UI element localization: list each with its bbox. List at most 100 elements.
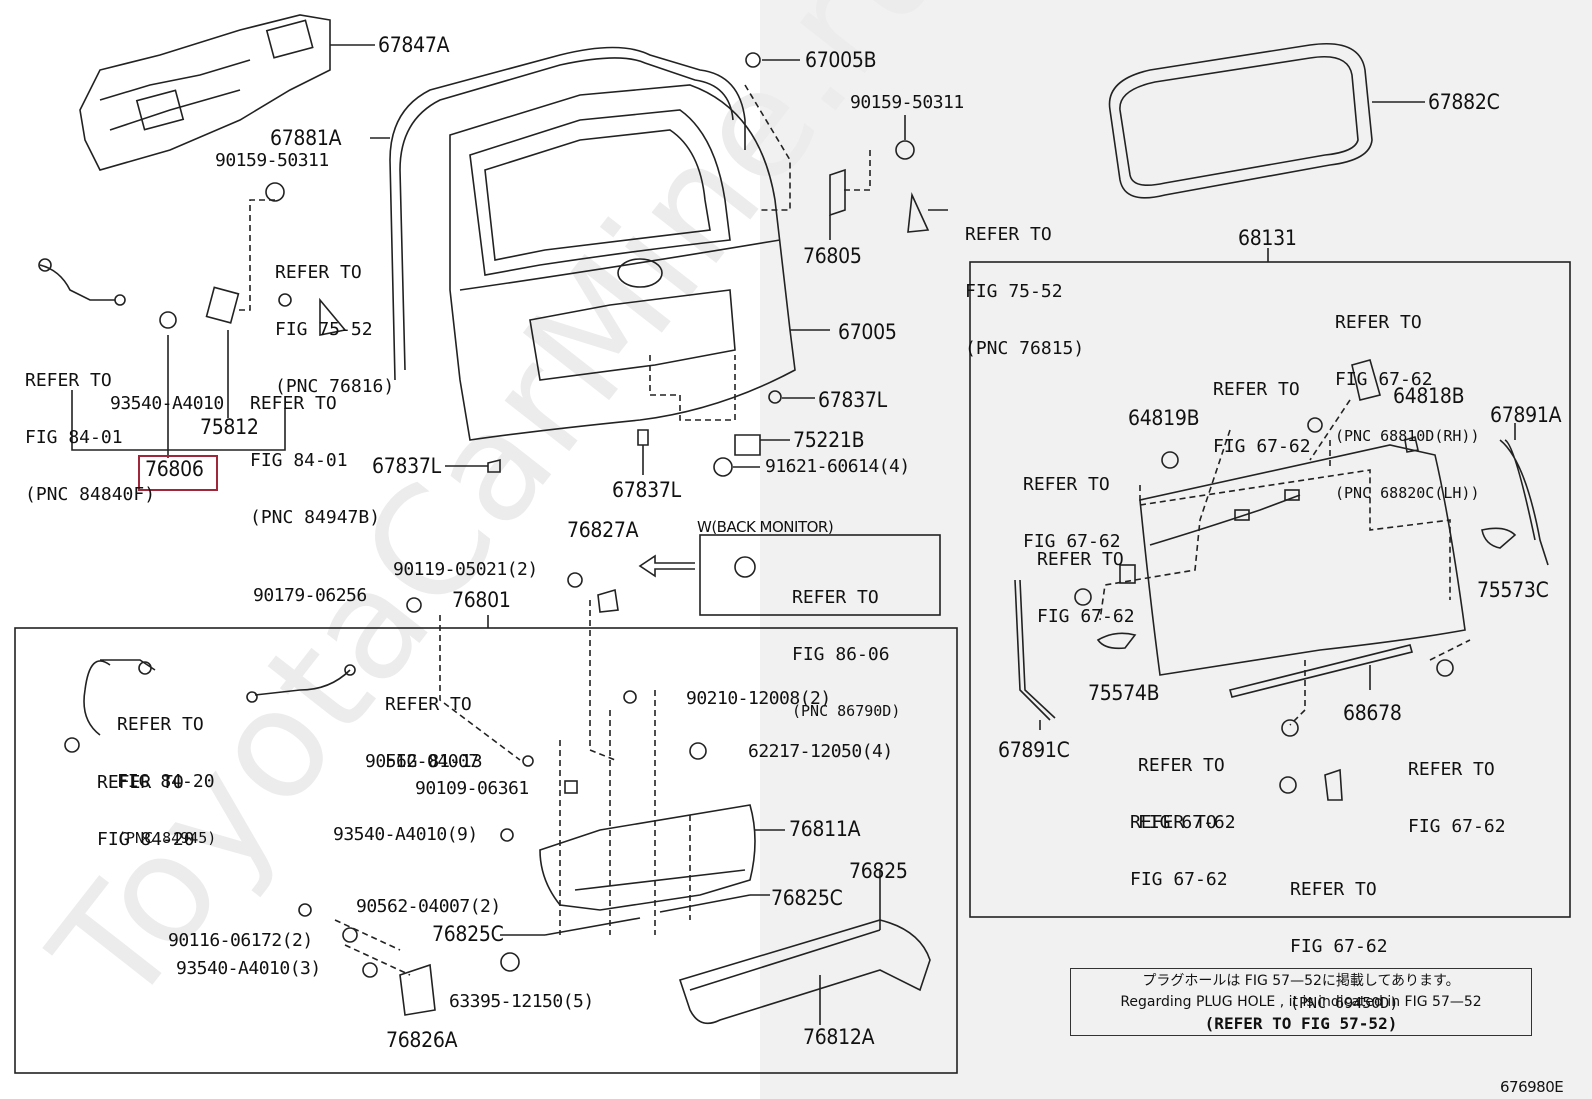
ref-line: REFER TO (275, 262, 362, 283)
part-90159-50311-mid[interactable]: 90159-50311 (850, 92, 964, 113)
plug-hole-note: プラグホールは FIG 57—52に掲載してあります。 Regarding PL… (1070, 968, 1532, 1036)
ref-fig-67-62-h[interactable]: REFER TO FIG 67-62 (PNC 69450D) (1290, 842, 1398, 1032)
ref-fig-67-62-f[interactable]: REFER TO FIG 67-62 (1408, 722, 1506, 855)
part-75573C[interactable]: 75573C (1477, 578, 1549, 602)
part-90116-06172[interactable]: 90116-06172(2) (168, 930, 313, 951)
part-67837L-bottom[interactable]: 67837L (612, 478, 681, 502)
ref-line: REFER TO (1130, 812, 1217, 833)
ref-fig-86-06[interactable]: REFER TO FIG 86-06 (PNC 86790D) (792, 550, 900, 740)
ref-line: FIG 84-20 (97, 829, 195, 850)
part-91621-60614[interactable]: 91621-60614(4) (765, 456, 910, 477)
ref-line: REFER TO (792, 587, 879, 608)
part-90109-06361[interactable]: 90109-06361 (415, 778, 529, 799)
ref-line: REFER TO (1213, 379, 1300, 400)
part-75221B[interactable]: 75221B (793, 428, 865, 452)
part-75812[interactable]: 75812 (200, 415, 259, 439)
part-76825C-right[interactable]: 76825C (771, 886, 843, 910)
ref-fig-84-20-b[interactable]: REFER TO FIG 84-20 (97, 735, 195, 868)
part-64818B[interactable]: 64818B (1393, 384, 1465, 408)
ref-line: REFER TO (385, 694, 472, 715)
part-67837L-left[interactable]: 67837L (372, 454, 441, 478)
ref-line: (PNC 69450D) (1290, 994, 1399, 1012)
part-76811A[interactable]: 76811A (789, 817, 861, 841)
ref-line: (PNC 86790D) (792, 702, 901, 720)
ref-line: (PNC 84945) (117, 829, 217, 847)
part-76805[interactable]: 76805 (803, 244, 862, 268)
part-76826A[interactable]: 76826A (386, 1028, 458, 1052)
ref-line: FIG 67-62 (1138, 812, 1236, 833)
part-67005B[interactable]: 67005B (805, 48, 877, 72)
ref-line: (PNC 76816) (275, 376, 395, 397)
part-67847A[interactable]: 67847A (378, 33, 450, 57)
part-64819B[interactable]: 64819B (1128, 406, 1200, 430)
ref-fig-84-01-a[interactable]: REFER TO FIG 84-01 (PNC 84840F) (25, 333, 155, 523)
figure-code: 676980E (1500, 1078, 1564, 1096)
ref-line: REFER TO (1290, 879, 1377, 900)
part-67881A[interactable]: 67881A (270, 126, 342, 150)
ref-line: FIG 84-01 (25, 427, 123, 448)
part-93540-a4010[interactable]: 93540-A4010 (110, 393, 224, 414)
part-67837L-right[interactable]: 67837L (818, 388, 887, 412)
note-en: Regarding PLUG HOLE , it is indicated in… (1120, 994, 1482, 1010)
ref-line: REFER TO (1335, 312, 1422, 333)
ref-line: REFER TO (97, 772, 184, 793)
ref-fig-67-62-g[interactable]: REFER TO FIG 67-62 (1130, 775, 1228, 908)
ref-line: REFER TO (1408, 759, 1495, 780)
ref-fig-75-52-b[interactable]: REFER TO FIG 75-52 (PNC 76815) (965, 187, 1084, 377)
ref-line: REFER TO (117, 714, 204, 735)
part-76806[interactable]: 76806 (145, 457, 204, 481)
ref-line: FIG 67-62 (1335, 369, 1433, 390)
ref-line: FIG 84-01 (250, 450, 348, 471)
ref-line: FIG 75-52 (965, 281, 1063, 302)
ref-fig-81-13[interactable]: REFER TO FIG 81-13 (385, 657, 483, 790)
part-67882C[interactable]: 67882C (1428, 90, 1500, 114)
part-67005[interactable]: 67005 (838, 320, 897, 344)
ref-line: FIG 67-62 (1130, 869, 1228, 890)
ref-line: FIG 75-52 (275, 319, 373, 340)
part-63395-12150[interactable]: 63395-12150(5) (449, 991, 594, 1012)
part-68678[interactable]: 68678 (1343, 701, 1402, 725)
ref-fig-67-62-c[interactable]: REFER TO FIG 67-62 (1023, 437, 1121, 570)
ref-line: FIG 84-20 (117, 771, 215, 792)
ref-line: FIG 67-62 (1290, 936, 1388, 957)
part-62217-12050[interactable]: 62217-12050(4) (748, 741, 893, 762)
part-90179-06256[interactable]: 90179-06256 (253, 585, 367, 606)
highlight-box (138, 455, 218, 491)
part-76825[interactable]: 76825 (849, 859, 908, 883)
part-93540-a4010-3[interactable]: 93540-A4010(3) (176, 958, 321, 979)
part-90119-05021[interactable]: 90119-05021(2) (393, 559, 538, 580)
note-jp: プラグホールは FIG 57—52に掲載してあります。 (1142, 973, 1460, 989)
note-ref[interactable]: (REFER TO FIG 57-52) (1204, 1014, 1398, 1033)
part-76825C-left[interactable]: 76825C (432, 922, 504, 946)
ref-fig-67-62-e[interactable]: REFER TO FIG 67-62 (1138, 718, 1236, 851)
ref-fig-67-62-d[interactable]: REFER TO FIG 67-62 (1037, 512, 1135, 645)
ref-line: REFER TO (25, 370, 112, 391)
part-67891C[interactable]: 67891C (998, 738, 1070, 762)
ref-line: FIG 81-13 (385, 751, 483, 772)
part-76812A[interactable]: 76812A (803, 1025, 875, 1049)
part-90562-04007-2[interactable]: 90562-04007(2) (356, 896, 501, 917)
ref-line: (PNC 76815) (965, 338, 1085, 359)
ref-line: REFER TO (1138, 755, 1225, 776)
part-68131[interactable]: 68131 (1238, 226, 1297, 250)
ref-line: FIG 67-62 (1408, 816, 1506, 837)
ref-line: REFER TO (965, 224, 1052, 245)
ref-line: REFER TO (250, 393, 337, 414)
ref-fig-84-20-a[interactable]: REFER TO FIG 84-20 (PNC 84945) (117, 677, 216, 867)
part-67891A[interactable]: 67891A (1490, 403, 1562, 427)
ref-fig-67-62-a[interactable]: REFER TO FIG 67-62 (PNC 68810D(RH)) (PNC… (1335, 275, 1480, 522)
ref-fig-84-01-b[interactable]: REFER TO FIG 84-01 (PNC 84947B) (250, 356, 380, 546)
ref-fig-75-52-a[interactable]: REFER TO FIG 75-52 (PNC 76816) (275, 225, 394, 415)
part-90159-50311-left[interactable]: 90159-50311 (215, 150, 329, 171)
part-93540-a4010-9[interactable]: 93540-A4010(9) (333, 824, 478, 845)
ref-line: FIG 67-62 (1037, 606, 1135, 627)
part-75574B[interactable]: 75574B (1088, 681, 1160, 705)
ref-line: FIG 67-62 (1213, 436, 1311, 457)
part-76827A[interactable]: 76827A (567, 518, 639, 542)
part-90210-12008[interactable]: 90210-12008(2) (686, 688, 831, 709)
ref-fig-67-62-b[interactable]: REFER TO FIG 67-62 (1213, 342, 1311, 475)
part-90562-04007[interactable]: 90562-04007 (365, 751, 479, 772)
ref-line: (PNC 68820C(LH)) (1335, 484, 1480, 502)
ref-line: REFER TO (1037, 549, 1124, 570)
part-76801[interactable]: 76801 (452, 588, 511, 612)
